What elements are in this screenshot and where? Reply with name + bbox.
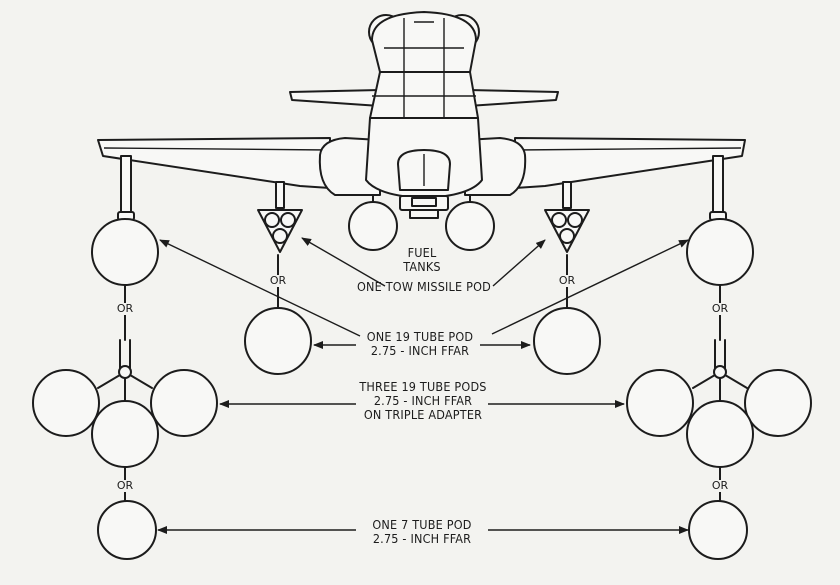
fuel-tank-right xyxy=(445,201,495,251)
fuel-tanks-label-line2: TANKS xyxy=(403,259,441,274)
or-label-right-2: OR xyxy=(705,480,735,492)
pod-19-label-line2: 2.75 - INCH FFAR xyxy=(370,343,470,358)
triple-pods-label-line3: ON TRIPLE ADAPTER xyxy=(363,407,483,422)
pod-7-tube-right xyxy=(688,500,748,560)
tow-pod-label: ONE TOW MISSILE POD xyxy=(357,279,491,294)
pod-19-tube-left-alt xyxy=(244,307,312,375)
fuselage xyxy=(365,11,483,219)
horizontal-stabilizer xyxy=(289,89,559,107)
triple-adapter-right xyxy=(626,339,812,468)
pod-19-label: ONE 19 TUBE POD 2.75 - INCH FFAR xyxy=(348,330,492,358)
fuel-tanks xyxy=(348,194,495,251)
outboard-pylons xyxy=(117,155,727,221)
or-label-inboard-right: OR xyxy=(552,275,582,287)
alt-19-tube-pods xyxy=(244,254,601,375)
pod-19-tube-right-alt xyxy=(533,307,601,375)
pod-19-tube-left-top xyxy=(91,218,159,286)
pod-7-label: ONE 7 TUBE POD 2.75 - INCH FFAR xyxy=(352,518,492,546)
pod-7-label-line2: 2.75 - INCH FFAR xyxy=(372,531,472,546)
or-label-inboard-left: OR xyxy=(263,275,293,287)
fuel-tank-left xyxy=(348,201,398,251)
fuel-tanks-label-line1: FUEL xyxy=(407,245,437,260)
triple-adapter-left xyxy=(32,339,218,468)
triple-pods-label: THREE 19 TUBE PODS 2.75 - INCH FFAR ON T… xyxy=(348,380,498,422)
fuel-tanks-label: FUEL TANKS xyxy=(382,246,462,274)
or-label-right-1: OR xyxy=(705,303,735,315)
tow-missile-pods xyxy=(257,181,590,253)
pod-19-tube-right-top xyxy=(686,218,754,286)
or-label-left-2: OR xyxy=(110,480,140,492)
triple-pods-label-line1: THREE 19 TUBE PODS xyxy=(359,379,487,394)
pod-7-label-line1: ONE 7 TUBE POD xyxy=(372,517,472,532)
leader-arrows xyxy=(157,237,689,534)
triple-pods-label-line2: 2.75 - INCH FFAR xyxy=(373,393,473,408)
pod-19-label-line1: ONE 19 TUBE POD xyxy=(366,329,474,344)
pod-7-tube-left xyxy=(97,500,157,560)
seven-tube-pods xyxy=(97,500,748,560)
or-label-left-1: OR xyxy=(110,303,140,315)
main-wing xyxy=(97,137,746,189)
